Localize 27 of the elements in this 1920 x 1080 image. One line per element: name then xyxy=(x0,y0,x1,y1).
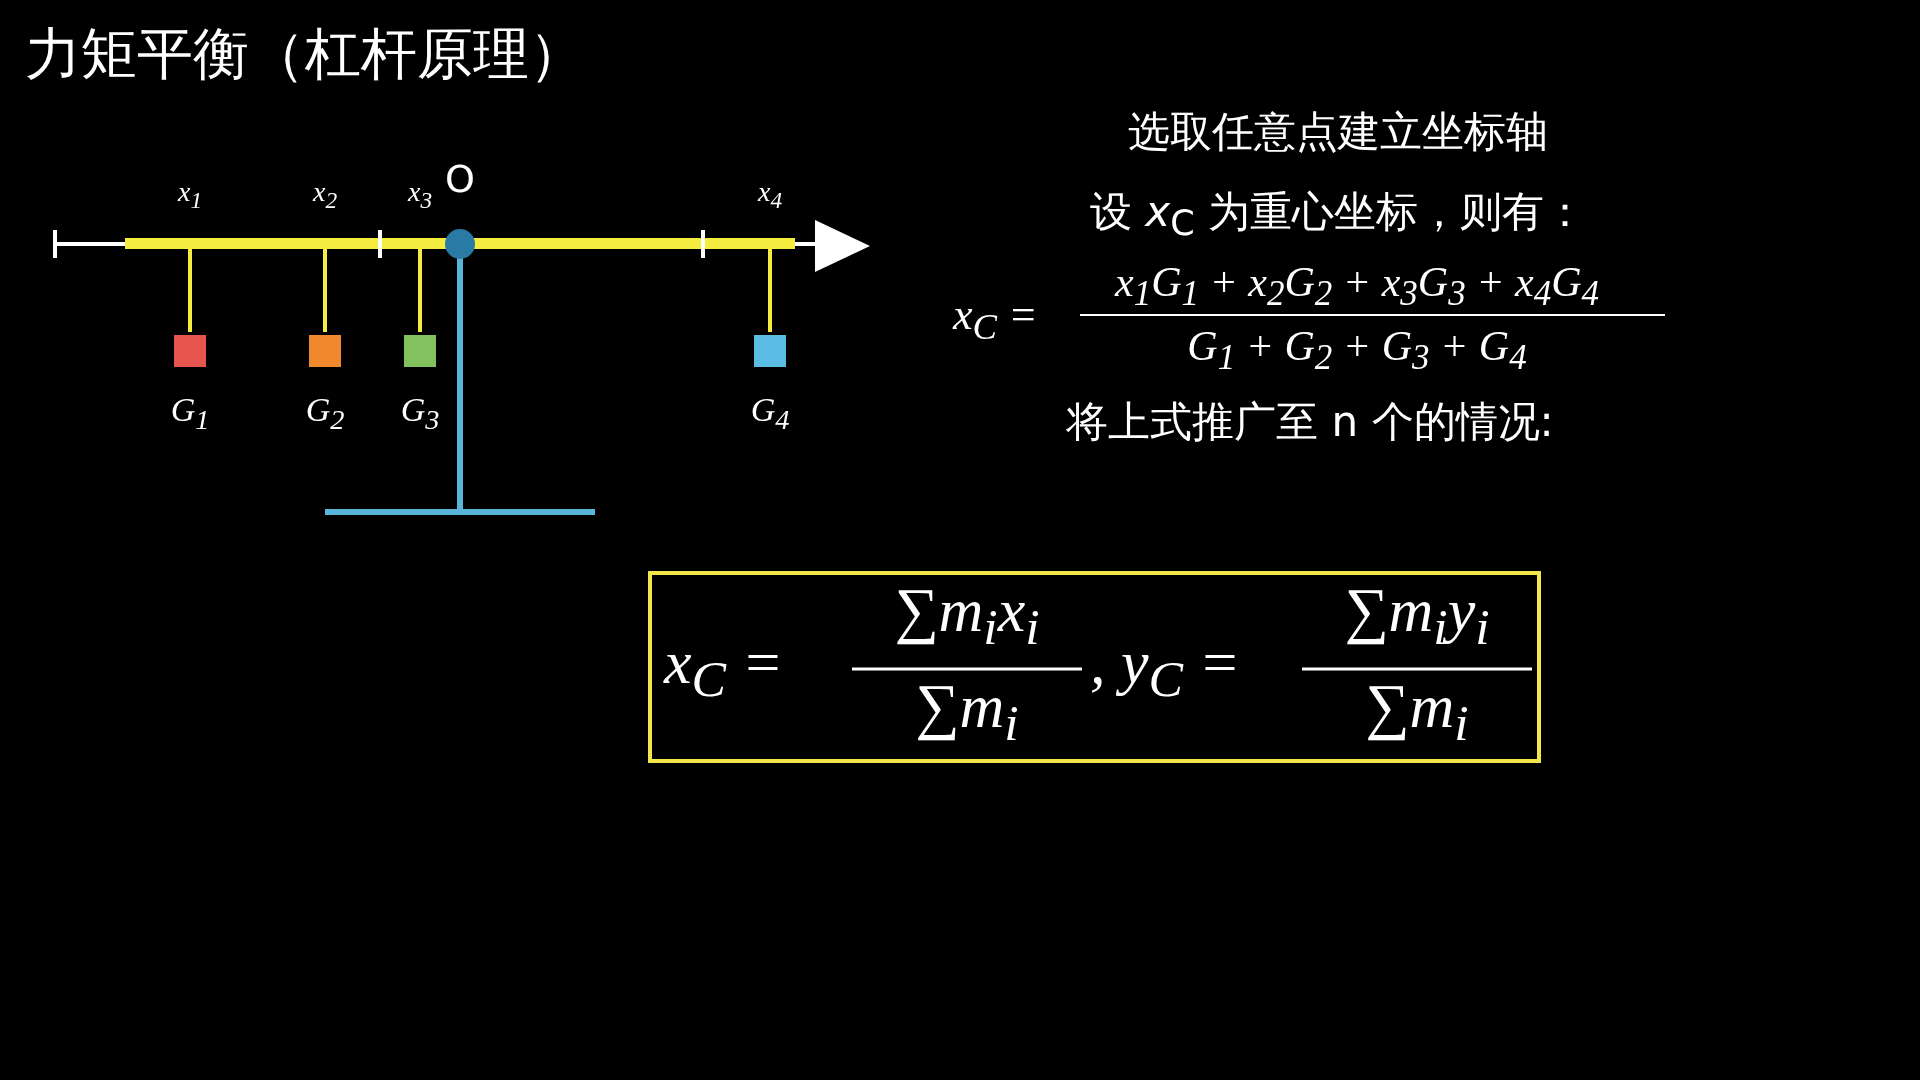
formula-numerator: ∑m$_{i}$x$_{i}$ xyxy=(894,576,1040,644)
formula-denominator: ∑m$_{i}$ xyxy=(915,672,1019,740)
formula-numerator: x$_{1}$G$_{1}$ + x$_{2}$G$_{2}$ + x$_{3}$G$_{3}$ + x$_{4}$G$_{4}$ xyxy=(1115,259,1599,305)
weight-label: G$_{1}$ xyxy=(170,391,210,428)
position-label: x$_{4}$ xyxy=(757,176,783,207)
formula-text: , y$_{C}$ = xyxy=(1090,628,1241,696)
instruction-text: 将上式推广至 n 个的情况: xyxy=(1066,397,1554,446)
weight-block xyxy=(174,335,206,367)
weight-label: G$_{3}$ xyxy=(400,391,440,428)
weight-block xyxy=(404,335,436,367)
weight-block xyxy=(309,335,341,367)
formula-denominator: ∑m$_{i}$ xyxy=(1365,672,1469,740)
formula-text: x$_{C}$ = xyxy=(953,290,1038,339)
formula-frame xyxy=(648,571,1541,763)
origin-label: O xyxy=(445,157,475,201)
formula-numerator: ∑m$_{i}$y$_{i}$ xyxy=(1344,576,1490,644)
position-label: x$_{3}$ xyxy=(407,176,433,207)
position-label: x$_{1}$ xyxy=(177,176,203,207)
position-label: x$_{2}$ xyxy=(312,176,338,207)
formula-text: x$_{C}$ = xyxy=(664,628,784,696)
instruction-text: 选取任意点建立坐标轴 xyxy=(1128,107,1548,156)
title: 力矩平衡（杠杆原理） xyxy=(25,22,585,87)
formula-denominator: G$_{1}$ + G$_{2}$ + G$_{3}$ + G$_{4}$ xyxy=(1187,323,1527,369)
weight-label: G$_{2}$ xyxy=(305,391,345,428)
instruction-text: 设 x$_{C}$ 为重心坐标，则有： xyxy=(1090,187,1586,236)
weight-label: G$_{4}$ xyxy=(750,391,790,428)
weight-block xyxy=(754,335,786,367)
